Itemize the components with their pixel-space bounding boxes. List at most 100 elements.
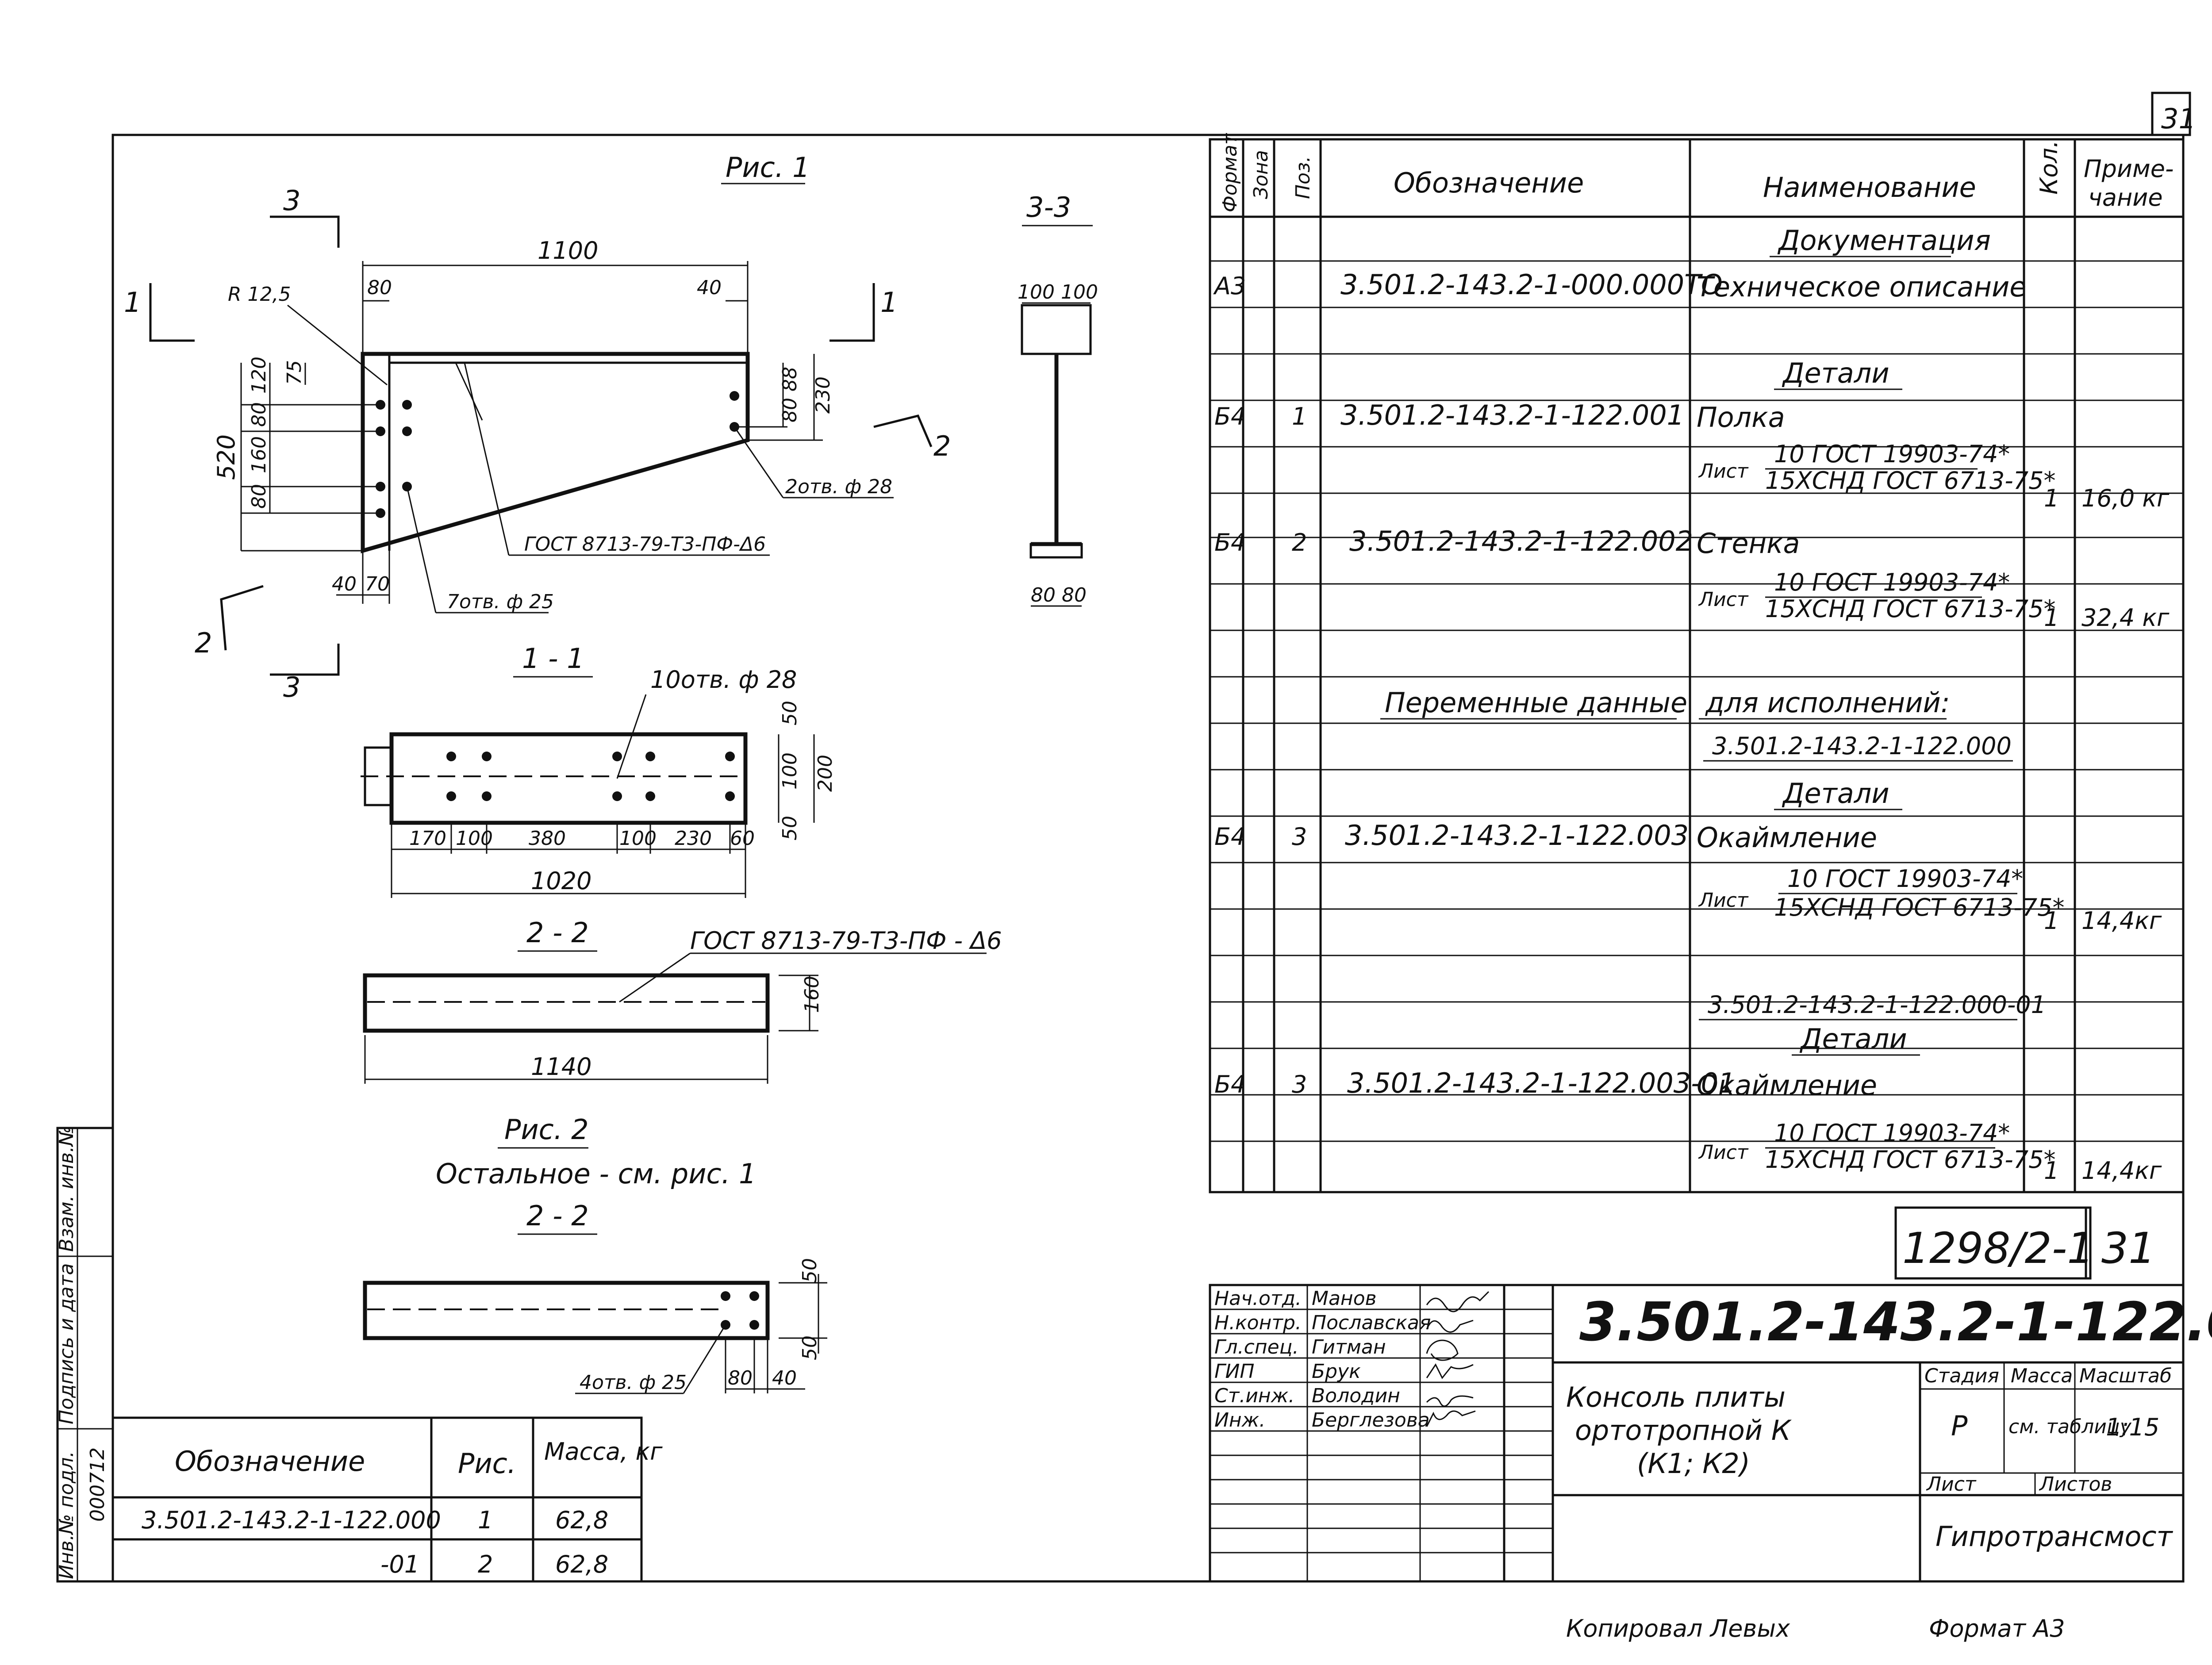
console-outline: [361, 352, 750, 553]
row-2-code: 3.501.2-143.2-1-000.000ТО: [1340, 269, 1723, 301]
mass-label: Масса: [2011, 1365, 2073, 1387]
row-details-3: Детали: [1799, 1023, 1907, 1055]
mass-row-1-mass: 62,8: [555, 1506, 608, 1534]
role-5: Ст.инж.: [1214, 1385, 1294, 1407]
s22b-50b: 50: [799, 1335, 821, 1360]
weld-label-2: ГОСТ 8713-79-Т3-ПФ - Δ6: [690, 927, 1002, 955]
section-mark-2-left: 2: [195, 627, 212, 659]
row-5-sheet-label: Лист: [1698, 460, 1749, 483]
dim-1100: 1100: [538, 237, 598, 265]
row-12-sheet-label: Лист: [1698, 889, 1749, 912]
dim-70: 70: [365, 573, 390, 595]
side-stamp: Инв.№ подл. Подпись и дата Взам. инв.№ 0…: [55, 1126, 114, 1583]
header-note-1: Приме-: [2084, 155, 2174, 183]
mass-header-fig: Рис.: [458, 1447, 516, 1480]
row-6-pos: 2: [1292, 529, 1307, 556]
s11-1020: 1020: [531, 867, 591, 895]
row-7-sheet-label: Лист: [1698, 588, 1749, 611]
header-qty: Кол.: [2035, 140, 2063, 195]
s11-50a: 50: [779, 701, 801, 725]
header-format: Формат: [1219, 133, 1241, 212]
name-5: Володин: [1312, 1385, 1400, 1407]
organization: Гипротрансмост: [1936, 1520, 2174, 1553]
title-line-2: ортотропной К: [1575, 1414, 1792, 1446]
s11-100: 100: [779, 752, 801, 790]
section-1-1: 1 - 1 10отв. ф 28 50 100 200 50 170 100 …: [361, 642, 837, 898]
sheet-number-box: [2151, 92, 2191, 136]
section-mark-1-left: 1: [124, 286, 141, 318]
holes-4-25: 4отв. ф 25: [580, 1371, 687, 1394]
row-11-name: Окаймление: [1697, 821, 1877, 854]
section-3-3-bottom-dims: 80 80: [1031, 584, 1087, 606]
s11-230: 230: [675, 827, 712, 850]
dim-80a: 80: [248, 402, 270, 427]
row-5-steel-top: 10 ГОСТ 19903-74*: [1774, 440, 2010, 468]
name-6: Берглезова: [1312, 1409, 1430, 1431]
scale-value: 1:15: [2106, 1413, 2159, 1441]
section-2-2: 2 - 2 ГОСТ 8713-79-Т3-ПФ - Δ6 160 1140: [363, 917, 1002, 1084]
row-version-000: 3.501.2-143.2-1-122.000: [1712, 732, 2012, 760]
row-15-name: Окаймление: [1697, 1069, 1877, 1101]
s11-170: 170: [409, 827, 446, 850]
header-name: Наименование: [1763, 171, 1976, 203]
s11-50b: 50: [779, 816, 801, 840]
mass-row-2-mass: 62,8: [555, 1550, 608, 1578]
row-2-format: А3: [1213, 272, 1246, 300]
row-11-code: 3.501.2-143.2-1-122.003: [1345, 819, 1689, 852]
s11-200: 200: [814, 755, 837, 792]
fig2-holes: [721, 1291, 759, 1330]
title-line-3: (К1; К2): [1637, 1447, 1750, 1480]
section-2-2b-title: 2 - 2: [526, 1200, 589, 1232]
row-6-format: Б4: [1214, 529, 1246, 556]
fig1-title: Рис. 1: [726, 151, 810, 184]
title-block: 1298/2-1 31 Нач.отд. Манов Н.ко: [1209, 1206, 2212, 1583]
sign-label: Подпись и дата: [55, 1263, 78, 1424]
section-2-2-title: 2 - 2: [526, 917, 589, 949]
row-4-name: Полка: [1697, 401, 1785, 434]
section-1-1-holes: [446, 752, 735, 801]
row-variable-data: Переменные данные: [1385, 687, 1687, 719]
role-3: Гл.спец.: [1214, 1336, 1299, 1358]
dim-80-top: 80: [367, 276, 392, 299]
row-details-1: Детали: [1782, 357, 1889, 389]
figure-2: Рис. 2 Остальное - см. рис. 1 2 - 2 50 5…: [363, 1113, 827, 1394]
s22b-40: 40: [772, 1367, 797, 1389]
dim-88: 88: [779, 367, 801, 391]
s11-60: 60: [730, 827, 755, 850]
row-16-qty: 1: [2044, 1157, 2059, 1185]
row-16-steel-top: 10 ГОСТ 19903-74*: [1774, 1119, 2010, 1147]
s22-160: 160: [801, 976, 823, 1013]
holes-2-28: 2отв. ф 28: [785, 476, 892, 498]
row-12-qty: 1: [2044, 907, 2059, 935]
dim-520: 520: [212, 434, 240, 480]
s22-1140: 1140: [531, 1053, 591, 1081]
section-mark-3-bottom: 3: [283, 671, 300, 703]
fig2-title: Рис. 2: [504, 1113, 589, 1146]
row-16-note: 14,4кг: [2081, 1157, 2162, 1185]
name-2: Пославская: [1312, 1312, 1431, 1334]
mass-row-2-code: -01: [380, 1550, 419, 1578]
section-mark-1-right: 1: [880, 286, 898, 318]
mass-header-code: Обозначение: [175, 1445, 365, 1477]
s11-100a: 100: [456, 827, 493, 850]
dim-160: 160: [248, 436, 270, 473]
row-6-name: Стенка: [1697, 527, 1800, 560]
s11-100b: 100: [619, 827, 657, 850]
project-code: 1298/2-1: [1902, 1224, 2094, 1273]
row-2-name: Техническое описание: [1697, 271, 2026, 303]
row-6-code: 3.501.2-143.2-1-122.002: [1349, 525, 1693, 557]
radius-label: R 12,5: [228, 283, 291, 306]
role-6: Инж.: [1214, 1409, 1265, 1431]
sheet-number: 31: [2161, 103, 2196, 135]
row-4-code: 3.501.2-143.2-1-122.001: [1340, 399, 1684, 431]
name-3: Гитман: [1312, 1336, 1386, 1358]
figure-1: Рис. 1 3 3 1 1 2 2 1100: [124, 151, 951, 703]
mass-row-1-code: 3.501.2-143.2-1-122.000: [142, 1506, 441, 1534]
section-mark-3-top: 3: [283, 184, 300, 217]
designation: 3.501.2-143.2-1-122.000: [1579, 1292, 2212, 1353]
row-version-001: 3.501.2-143.2-1-122.000-01: [1708, 991, 2046, 1019]
role-2: Н.контр.: [1214, 1312, 1302, 1334]
mass-row-2-fig: 2: [478, 1550, 493, 1578]
